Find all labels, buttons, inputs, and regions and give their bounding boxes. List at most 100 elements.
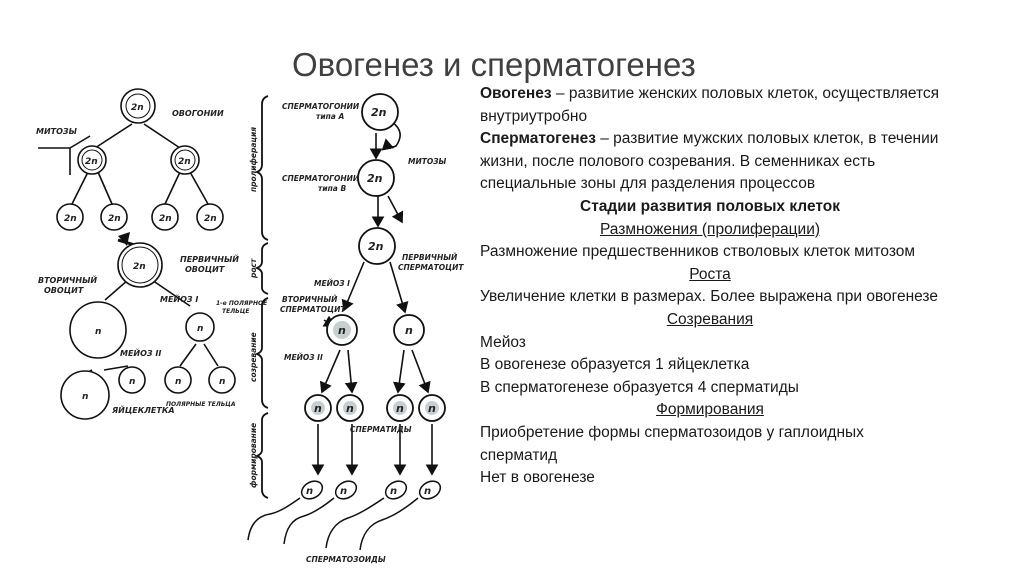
oogonium-cell (56, 203, 84, 231)
ploidy-label: n (340, 486, 347, 497)
secondary-spermatocyte-label: ВТОРИЧНЫЙ (282, 295, 338, 304)
oogonium-cell (196, 203, 224, 231)
stage-line: В сперматогенезе образуется 4 сперматиды (480, 378, 799, 396)
ploidy-label: 2n (133, 262, 146, 272)
polar-body-cell (164, 366, 192, 394)
ploidy-label: n (219, 377, 225, 387)
spermatogonia-b-label: типа В (318, 184, 346, 193)
spermatozoon (247, 480, 324, 541)
stages-heading: Стадии развития половых клеток (580, 197, 840, 215)
spermatogonia-a-label: СПЕРМАТОГОНИИ (282, 102, 360, 111)
gametogenesis-diagram: 2n 2n 2n 2n 2n 2n 2n 2n n n n n n n ОВОГ… (36, 88, 464, 564)
spermatozoon (359, 480, 442, 551)
stage-line: Увеличение клетки в размерах. Более выра… (480, 288, 938, 306)
first-polar-body-cell (185, 312, 215, 342)
spermatozoa-label: СПЕРМАТОЗОИДЫ (306, 555, 386, 564)
stage-growth-label: рост (249, 258, 258, 279)
ploidy-label: 2n (178, 157, 191, 167)
oogonium-cell (100, 203, 128, 231)
spermatogenesis-def: – развитие мужских половых клеток, в теч… (480, 130, 939, 193)
stage-name: Формирования (656, 401, 764, 419)
meiosis1-label: МЕЙОЗ I (314, 279, 350, 288)
egg-cell (60, 370, 110, 420)
secondary-oocyte-label: ВТОРИЧНЫЙ (38, 274, 97, 285)
ploidy-label: n (424, 486, 431, 497)
spermatogenesis-definition: Сперматогенез – развитие мужских половых… (480, 128, 940, 196)
secondary-oocyte-label: ОВОЦИТ (44, 286, 84, 295)
ploidy-label: 2n (371, 106, 387, 119)
ploidy-label: n (197, 324, 203, 334)
ploidy-label: n (428, 402, 436, 415)
polar-body-cell (208, 366, 236, 394)
oogenesis-definition: Овогенез – развитие женских половых клет… (480, 83, 940, 128)
egg-label: ЯЙЦЕКЛЕТКА (111, 404, 175, 415)
spermatozoon (325, 480, 408, 549)
stage-proliferation-label: пролиферация (249, 127, 258, 192)
ploidy-label: 2n (131, 103, 144, 113)
oogenesis-def: – развитие женских половых клеток, осуще… (480, 85, 940, 125)
ploidy-label: 2n (204, 214, 217, 224)
ploidy-label: n (405, 324, 413, 337)
meiosis2-label: МЕЙОЗ II (284, 353, 323, 362)
primary-spermatocyte-label: ПЕРВИЧНЫЙ (402, 253, 458, 262)
polar-bodies-label: ПОЛЯРНЫЕ ТЕЛЬЦА (166, 401, 236, 408)
stage-line: Нет в овогенезе (480, 469, 595, 487)
stage-name: Созревания (666, 310, 754, 328)
stage-name: Размножения (пролиферации) (599, 220, 821, 238)
stage-maturation-label: созревание (249, 332, 258, 382)
stage-line: Размножение предшественников стволовых к… (480, 243, 916, 261)
stage-brackets (254, 95, 269, 499)
primary-spermatocyte-label: СПЕРМАТОЦИТ (398, 263, 464, 272)
ploidy-label: n (346, 402, 354, 415)
spermatogonia-b-label: СПЕРМАТОГОНИИ (282, 174, 360, 183)
primary-spermatocyte-cell (358, 227, 396, 265)
stage-line: В овогенезе образуется 1 яйцеклетка (480, 356, 750, 374)
spermatozoon (283, 480, 358, 545)
polar-body-cell (118, 366, 146, 394)
spermatids-label: СПЕРМАТИДЫ (350, 425, 412, 434)
mitoses-label: МИТОЗЫ (408, 157, 447, 166)
ploidy-label: n (95, 327, 101, 337)
primary-oocyte-cell (117, 242, 163, 288)
ploidy-label: 2n (108, 214, 121, 224)
spermatogonium-a-cell (361, 93, 399, 131)
stage-formation-label: формирование (249, 423, 258, 488)
stage-line: Мейоз (480, 333, 526, 351)
ploidy-label: 2n (367, 172, 383, 185)
spermatozoa (247, 480, 442, 551)
stage-name: Роста (689, 265, 731, 283)
oogonium-cell (151, 203, 179, 231)
oogonia-label: ОВОГОНИИ (172, 109, 224, 118)
ploidy-label: 2n (159, 214, 172, 224)
text-panel: Овогенез – развитие женских половых клет… (480, 83, 940, 490)
slide-title: Овогенез и сперматогенез (292, 46, 696, 83)
oogenesis-term: Овогенез (480, 85, 552, 102)
ploidy-label: 2n (85, 157, 98, 167)
secondary-spermatocyte-cell (393, 314, 425, 346)
meiosis1-label: МЕЙОЗ I (160, 293, 198, 304)
stage-line: Приобретение формы сперматозоидов у гапл… (480, 423, 864, 464)
ploidy-label: n (306, 486, 313, 497)
ploidy-label: 2n (64, 214, 77, 224)
oogenesis-cells (56, 88, 236, 420)
secondary-oocyte-cell (69, 301, 127, 359)
mitoses-label: МИТОЗЫ (36, 127, 78, 136)
first-polar-body-label: 1-е ПОЛЯРНОЕ (216, 300, 268, 307)
spermatogenesis-term: Сперматогенез (480, 130, 596, 148)
secondary-spermatocyte-label: СПЕРМАТОЦИТ (280, 305, 346, 314)
spermatogonium-b-cell (357, 159, 395, 197)
ploidy-label: n (314, 402, 322, 415)
ploidy-label: n (338, 324, 346, 337)
ploidy-label: 2n (368, 240, 384, 253)
primary-oocyte-label: ОВОЦИТ (185, 265, 225, 274)
ploidy-label: n (175, 377, 181, 387)
primary-oocyte-label: ПЕРВИЧНЫЙ (180, 253, 239, 264)
ploidy-label: n (390, 486, 397, 497)
ploidy-label: n (82, 392, 88, 402)
ploidy-label: n (396, 402, 404, 415)
spermatogenesis-arrows (311, 121, 439, 476)
first-polar-body-label: ТЕЛЬЦЕ (222, 308, 250, 315)
meiosis2-label: МЕЙОЗ II (120, 347, 161, 358)
ploidy-label: n (129, 377, 135, 387)
spermatogonia-a-label: типа А (316, 112, 344, 121)
